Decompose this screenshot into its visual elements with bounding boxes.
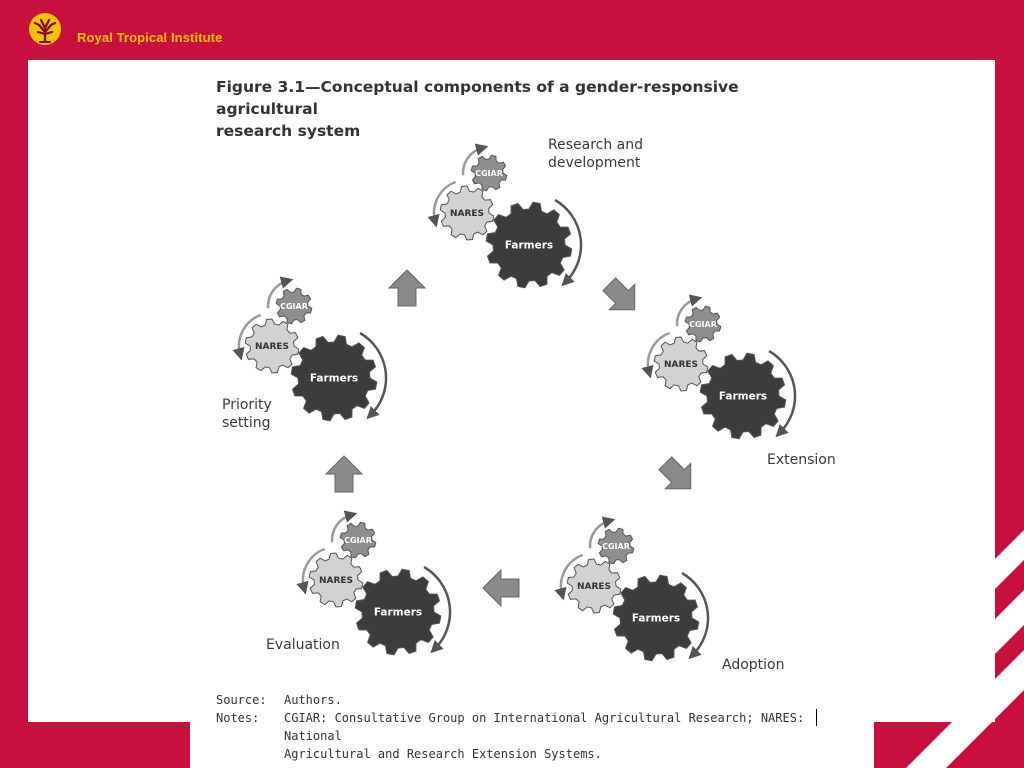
farmers-gear: Farmers xyxy=(354,568,442,656)
cgiar-gear: CGIAR xyxy=(597,527,635,565)
rotation-arrow-farmers xyxy=(359,331,388,420)
rotation-arrow-cgiar xyxy=(266,276,294,309)
gear-cluster-adoption: CGIAR NARES Farmers xyxy=(554,516,710,662)
cgiar-gear: CGIAR xyxy=(339,521,377,559)
cgiar-gear: CGIAR xyxy=(684,305,722,343)
gear-cluster-research-development: CGIAR NARES Farmers xyxy=(427,143,583,289)
cgiar-gear-label: CGIAR xyxy=(602,542,630,551)
gear-cluster-evaluation: CGIAR NARES Farmers xyxy=(296,510,452,656)
brand-name: Royal Tropical Institute xyxy=(77,30,223,45)
rotation-arrow-farmers xyxy=(423,565,452,654)
gear-cycle-diagram: CGIARNARESFarmersCGIARNARESFarmersCGIARN… xyxy=(232,143,797,662)
farmers-gear-label: Farmers xyxy=(632,613,680,625)
rotation-arrow-farmers xyxy=(681,571,710,660)
tree-logo-icon xyxy=(29,13,61,45)
nares-gear: NARES xyxy=(439,185,495,241)
stage-label-research-development: Research and development xyxy=(548,137,644,171)
stage-label-extension: Extension xyxy=(767,452,836,468)
nares-gear-label: NARES xyxy=(255,342,289,352)
cgiar-gear-label: CGIAR xyxy=(689,320,717,329)
nares-gear-label: NARES xyxy=(450,209,484,219)
cgiar-gear-label: CGIAR xyxy=(344,536,372,545)
notes-label: Notes: xyxy=(216,711,260,725)
notes-text: CGIAR: Consultative Group on Internation… xyxy=(284,709,824,763)
nares-gear: NARES xyxy=(308,552,364,608)
rotation-arrow-cgiar xyxy=(588,516,616,549)
rotation-arrow-cgiar xyxy=(330,510,358,543)
farmers-gear-label: Farmers xyxy=(505,240,553,252)
farmers-gear: Farmers xyxy=(612,574,700,662)
farmers-gear-label: Farmers xyxy=(719,391,767,403)
rotation-arrow-nares xyxy=(296,547,326,595)
nares-gear-label: NARES xyxy=(319,576,353,586)
farmers-gear: Farmers xyxy=(290,334,378,422)
notes-line-2: Agricultural and Research Extension Syst… xyxy=(284,747,602,761)
text-cursor xyxy=(816,709,817,726)
gear-cluster-priority-setting: CGIAR NARES Farmers xyxy=(232,276,388,422)
rotation-arrow-farmers xyxy=(768,349,797,438)
nares-gear-label: NARES xyxy=(664,360,698,370)
stage-label-evaluation: Evaluation xyxy=(266,637,340,653)
stage-label-priority-setting: Priority setting xyxy=(222,397,272,431)
rotation-arrow-farmers xyxy=(554,198,583,287)
content-panel-extension xyxy=(190,722,874,768)
flow-arrow-evaluation-to-priority xyxy=(324,455,364,493)
cgiar-gear-label: CGIAR xyxy=(280,302,308,311)
nares-gear-label: NARES xyxy=(577,582,611,592)
cgiar-gear: CGIAR xyxy=(275,287,313,325)
gear-cluster-extension: CGIAR NARES Farmers xyxy=(641,294,797,440)
source-text: Authors. xyxy=(284,693,342,707)
farmers-gear-label: Farmers xyxy=(374,607,422,619)
rotation-arrow-cgiar xyxy=(675,294,703,327)
figure-title: Figure 3.1—Conceptual components of a ge… xyxy=(216,76,836,142)
farmers-gear: Farmers xyxy=(485,201,573,289)
flow-arrow-adoption-to-evaluation xyxy=(482,568,520,608)
rotation-arrow-nares xyxy=(427,180,457,228)
flow-arrow-extension-to-adoption xyxy=(658,456,692,490)
nares-gear: NARES xyxy=(244,318,300,374)
farmers-gear: Farmers xyxy=(699,352,787,440)
rotation-arrow-nares xyxy=(232,313,262,361)
flow-arrow-priority-to-research xyxy=(387,269,427,307)
cgiar-gear: CGIAR xyxy=(470,154,508,192)
figure-title-line-1: Figure 3.1—Conceptual components of a ge… xyxy=(216,78,739,118)
nares-gear: NARES xyxy=(566,558,622,614)
rotation-arrow-nares xyxy=(554,553,584,601)
nares-gear: NARES xyxy=(653,336,709,392)
cgiar-gear-label: CGIAR xyxy=(475,169,503,178)
stage-label-adoption: Adoption xyxy=(722,657,785,673)
header-bar: Royal Tropical Institute xyxy=(0,0,1024,60)
flow-arrow-research-to-extension xyxy=(602,277,636,311)
content-panel xyxy=(28,60,995,722)
farmers-gear-label: Farmers xyxy=(310,373,358,385)
source-label: Source: xyxy=(216,693,267,707)
rotation-arrow-nares xyxy=(641,331,671,379)
notes-line-1: CGIAR: Consultative Group on Internation… xyxy=(284,711,805,743)
figure-title-line-2: research system xyxy=(216,122,361,140)
rotation-arrow-cgiar xyxy=(461,143,489,176)
